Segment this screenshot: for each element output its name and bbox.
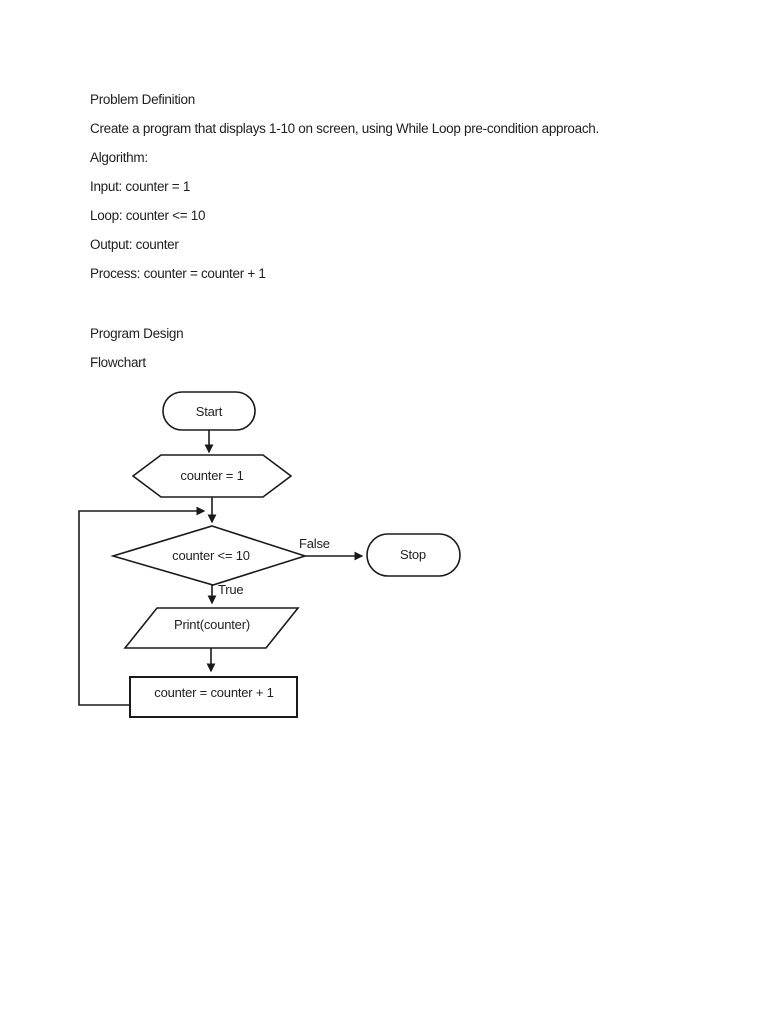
- edge-loop-back: [78, 506, 206, 706]
- print-io-parallelogram-node: [123, 607, 300, 649]
- algorithm-output-line: Output: counter: [90, 237, 179, 252]
- start-terminator-node: [162, 391, 256, 431]
- start-node-label: Start: [196, 404, 223, 419]
- false-branch-label: False: [299, 536, 330, 551]
- heading-problem-definition: Problem Definition: [90, 92, 195, 107]
- problem-statement: Create a program that displays 1-10 on s…: [90, 121, 599, 136]
- stop-terminator-node: [366, 533, 461, 577]
- algorithm-input-line: Input: counter = 1: [90, 179, 191, 194]
- condition-decision-diamond-node: [110, 525, 308, 586]
- init-preparation-hexagon-node: [131, 454, 293, 498]
- heading-algorithm: Algorithm:: [90, 150, 148, 165]
- init-node-label: counter = 1: [180, 468, 243, 483]
- condition-node-label: counter <= 10: [172, 548, 250, 563]
- print-node-label: Print(counter): [174, 617, 250, 632]
- increment-process-rectangle-node: [129, 676, 298, 718]
- algorithm-process-line: Process: counter = counter + 1: [90, 266, 266, 281]
- increment-node-label: counter = counter + 1: [154, 685, 273, 700]
- heading-flowchart: Flowchart: [90, 355, 146, 370]
- true-branch-label: True: [218, 582, 243, 597]
- stop-node-label: Stop: [400, 547, 426, 562]
- algorithm-loop-line: Loop: counter <= 10: [90, 208, 206, 223]
- heading-program-design: Program Design: [90, 326, 184, 341]
